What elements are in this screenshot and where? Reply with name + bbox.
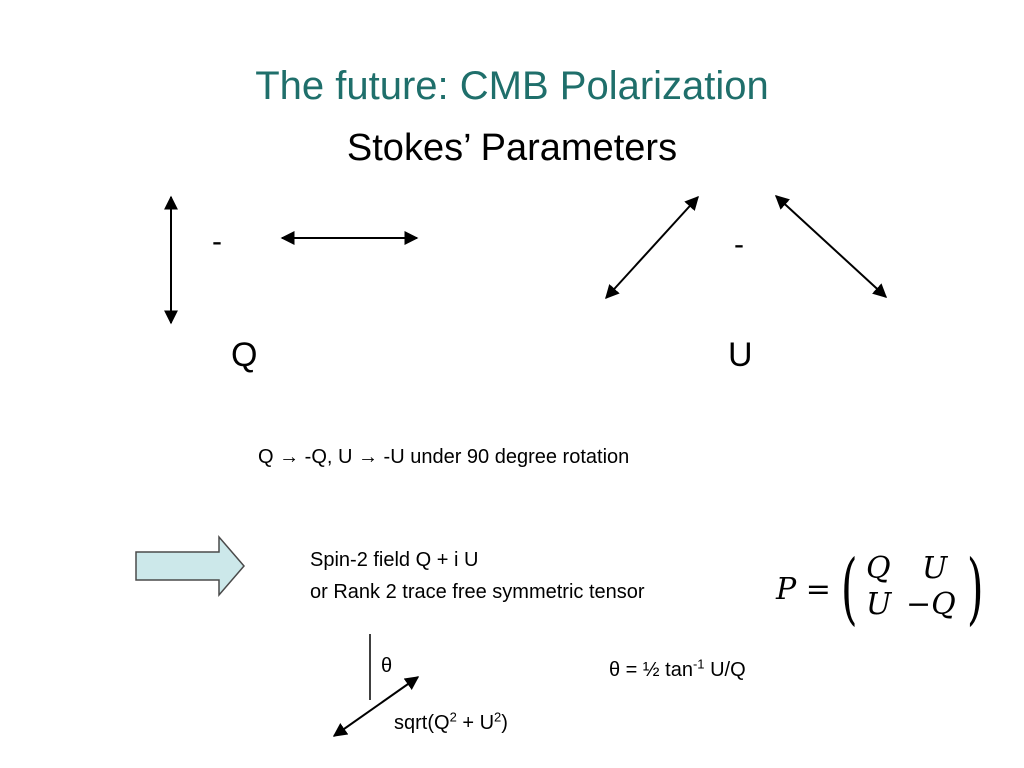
theta-formula-prefix: θ = ½ tan	[609, 659, 693, 681]
matrix-cell-12: U	[922, 551, 948, 586]
matrix-lhs: P =	[776, 572, 831, 607]
u-minus-sign: -	[734, 228, 744, 261]
slide-subtitle: Stokes’ Parameters	[346, 127, 678, 169]
theta-formula: θ = ½ tan-1 U/Q	[609, 656, 746, 682]
theta-formula-sup: -1	[692, 656, 705, 672]
polarization-vector-arrow	[332, 676, 420, 737]
u-diagonal-arrow-2	[774, 195, 888, 298]
matrix-cell-22: −Q	[906, 587, 956, 622]
matrix-open-paren: (	[840, 544, 858, 634]
u-label: U	[728, 336, 753, 374]
matrix-cell-11: Q	[866, 551, 891, 586]
theta-formula-suffix: U/Q	[704, 659, 746, 681]
spin-text-line-1: Spin-2 field Q + i U	[310, 549, 479, 571]
magnitude-mid: + U	[456, 712, 495, 734]
q-minus-sign: -	[212, 225, 222, 258]
magnitude-sup-1: 2	[449, 709, 457, 725]
q-label: Q	[231, 336, 258, 374]
block-arrow-icon	[135, 534, 245, 598]
rotation-note: Q → -Q, U → -U under 90 degree rotation	[258, 446, 630, 468]
slide-title: The future: CMB Polarization	[255, 64, 769, 108]
polarization-matrix: P = ( Q U U −Q )	[770, 548, 990, 634]
magnitude-prefix: sqrt(Q	[394, 712, 450, 734]
magnitude-sup-2: 2	[494, 709, 502, 725]
theta-label: θ	[381, 655, 393, 677]
magnitude-suffix: )	[501, 712, 508, 734]
u-diagonal-arrow-1	[605, 195, 699, 300]
matrix-close-paren: )	[966, 544, 984, 634]
spin-text-line-2: or Rank 2 trace free symmetric tensor	[310, 581, 645, 603]
magnitude-label: sqrt(Q2 + U2)	[394, 709, 508, 735]
matrix-cell-21: U	[866, 587, 892, 622]
